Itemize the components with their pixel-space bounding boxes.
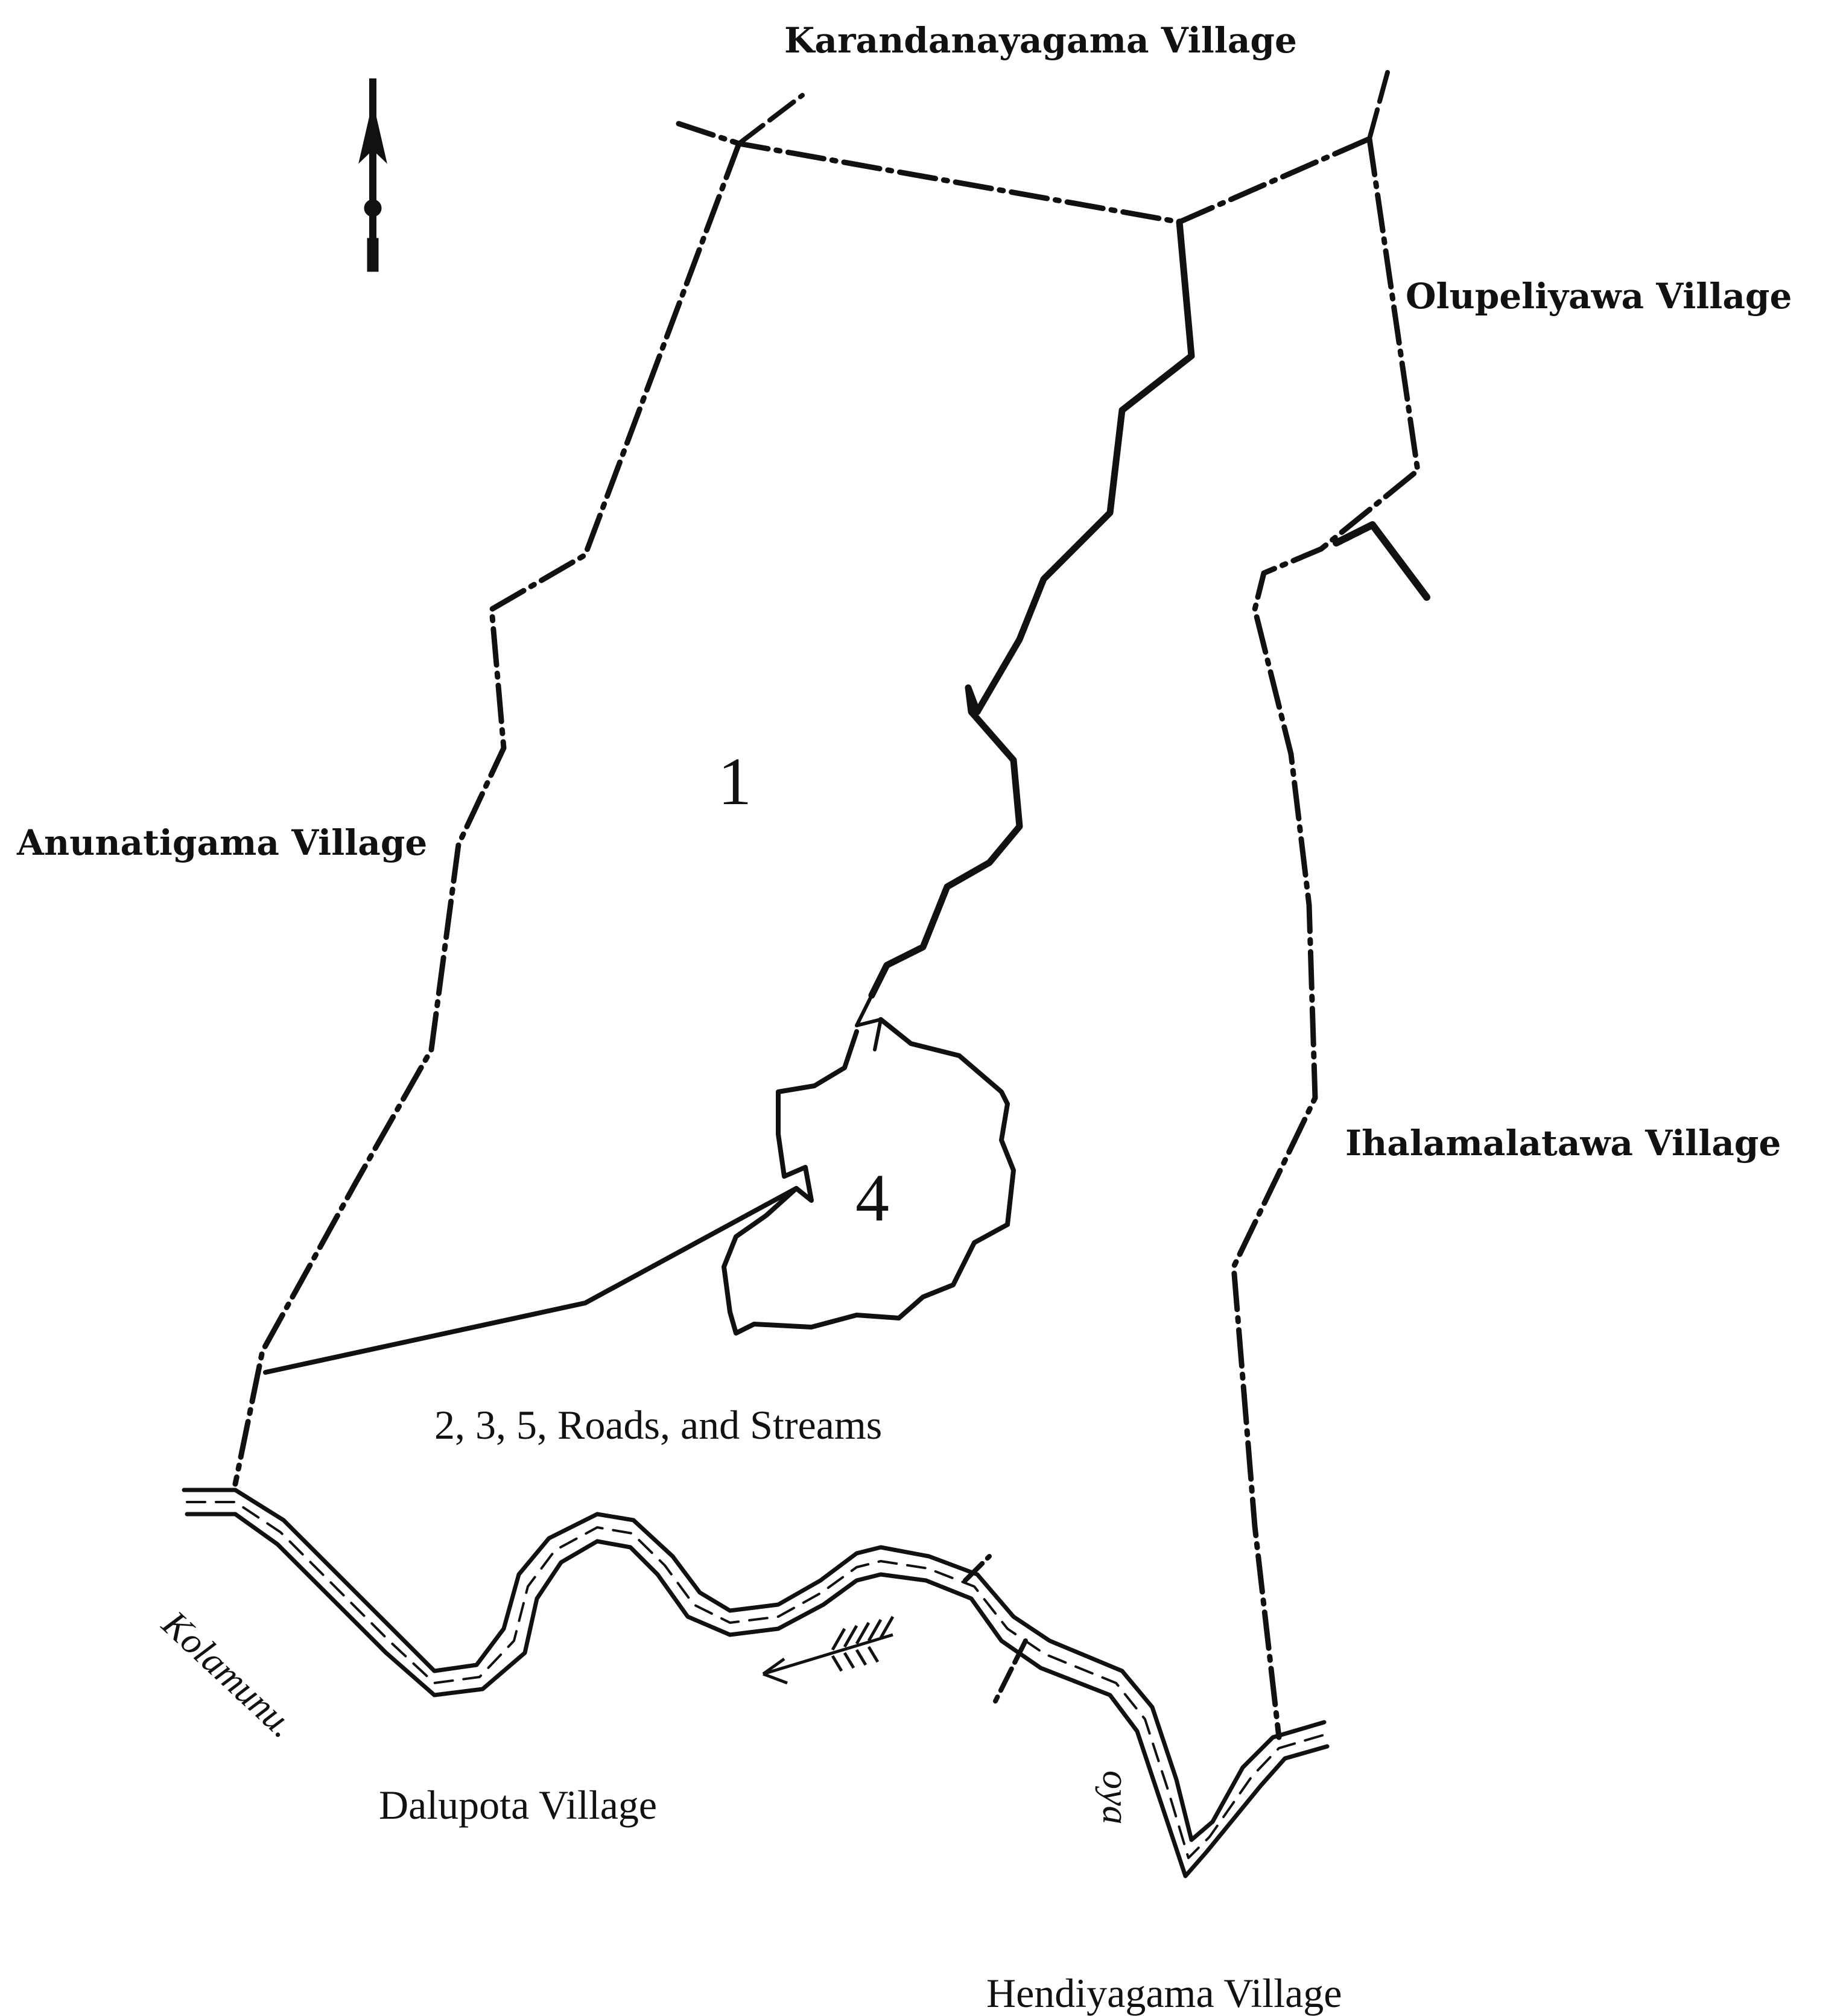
river-outer-bank (182, 1488, 1327, 1842)
river-inner-bank (185, 1512, 1330, 1878)
south-boundary-crossing (963, 1554, 1028, 1704)
village-label-west: Anunatigama Village (17, 822, 428, 863)
river-center-dashes (186, 1501, 1327, 1859)
north-arrow-icon (358, 78, 387, 272)
village-label-north-east: Olupeliyawa Village (1406, 276, 1792, 317)
lot-4-label: 4 (855, 1161, 889, 1235)
north-boundary-spur-left (737, 93, 805, 146)
north-boundary-spur-right (1367, 70, 1390, 141)
lot-division-line (868, 218, 1195, 999)
river-label-part2: oya (1095, 1770, 1136, 1825)
lot-division-line-thin (855, 994, 883, 1051)
flow-arrow-icon (762, 1615, 895, 1685)
village-label-south: Dalupota Village (379, 1782, 658, 1828)
outer-boundary (232, 136, 1421, 1740)
lot-4-boundary (722, 1017, 1016, 1336)
village-label-south-east: Hendiyagama Village (986, 1970, 1342, 2016)
village-label-north: Karandanayagama Village (784, 20, 1297, 61)
north-boundary (676, 121, 1372, 225)
east-notch (1333, 521, 1430, 601)
lot-1-label: 1 (718, 744, 752, 819)
lot-rest-division (263, 1186, 799, 1375)
lot-rest-label: 2, 3, 5, Roads, and Streams (434, 1402, 883, 1448)
village-label-east: Ihalamalatawa Village (1345, 1123, 1781, 1164)
